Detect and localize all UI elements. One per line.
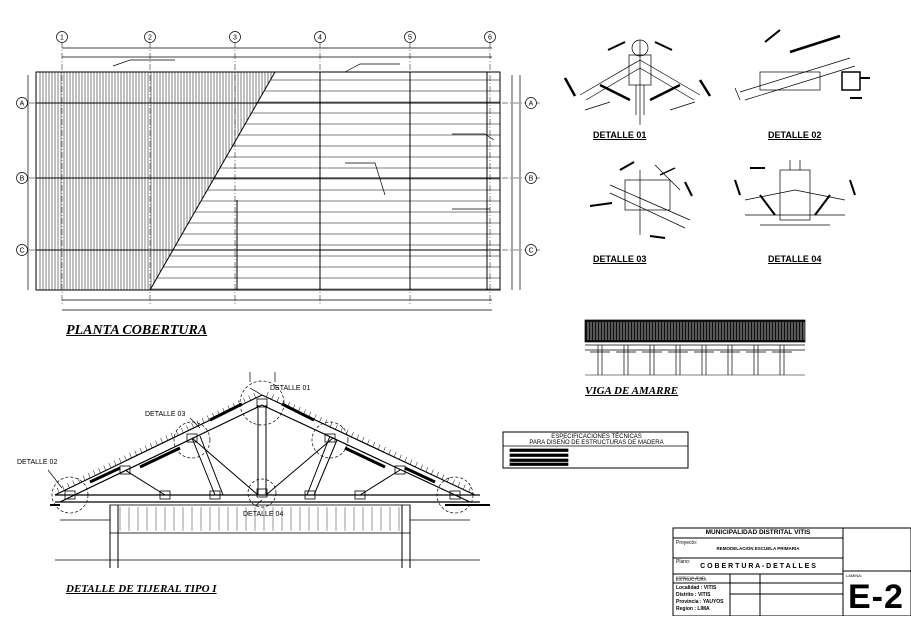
grid-row-bubble: B	[16, 172, 28, 184]
svg-text:3: 3	[233, 35, 237, 42]
grid-column-bubble: 3	[229, 31, 241, 43]
grid-column-bubble: 5	[404, 31, 416, 43]
title-plan-label: Plano:	[676, 559, 691, 565]
truss-caption: DETALLE DE TIJERAL TIPO I	[66, 583, 217, 595]
grid-row-bubble: A	[525, 97, 537, 109]
plan-caption: PLANTA COBERTURA	[66, 323, 208, 338]
svg-text:C: C	[528, 248, 533, 255]
specs-title-line2: PARA DISEÑO DE ESTRUCTURAS DE MADERA	[529, 440, 664, 446]
title-entity: MUNICIPALIDAD DISTRITAL VITIS	[705, 529, 811, 536]
grid-row-bubble: C	[525, 244, 537, 256]
title-project-label: Proyecto:	[676, 540, 698, 546]
svg-text:1: 1	[60, 35, 64, 42]
detail-01-title: DETALLE 01	[593, 130, 647, 140]
detail-03-title: DETALLE 03	[593, 254, 647, 264]
grid-column-bubbles: 1 2 3 4 5 6	[56, 31, 496, 43]
grid-column-bubble: 1	[56, 31, 68, 43]
detail-01-drawing	[563, 39, 712, 125]
detail-02-drawing	[734, 29, 870, 101]
grid-row-bubble: C	[16, 244, 28, 256]
detail-04-title: DETALLE 04	[768, 254, 822, 264]
svg-text:B: B	[20, 176, 25, 183]
svg-text:A: A	[20, 101, 25, 108]
title-sheet-number: E-2	[848, 578, 904, 616]
truss-label-detail-03: DETALLE 03	[145, 411, 186, 418]
title-location-2: Distrito : VITIS	[676, 592, 711, 598]
plan-scale-note	[66, 340, 67, 343]
title-sheet-label: LAMINA:	[846, 573, 863, 578]
detail-03-drawing	[589, 161, 693, 239]
svg-text:4: 4	[318, 35, 322, 42]
title-project: REMODELACION ESCUELA PRIMARIA	[716, 546, 800, 551]
grid-column-bubble: 6	[484, 31, 496, 43]
truss-label-detail-01: DETALLE 01	[270, 385, 311, 392]
truss-elevation	[47, 372, 490, 568]
detail-04-drawing	[734, 160, 856, 226]
title-specialty-label: ESPECIALIDAD:	[676, 575, 707, 580]
title-plan: C O B E R T U R A - D E T A L L E S	[700, 563, 816, 570]
title-specialty: ESTRUCTURA	[676, 577, 707, 582]
truss-label-detail-04: DETALLE 04	[243, 511, 284, 518]
specs-title-line1: ESPECIFICACIONES TÉCNICAS	[551, 434, 642, 440]
detail-02-title: DETALLE 02	[768, 130, 822, 140]
grid-column-bubble: 2	[144, 31, 156, 43]
grid-row-bubble: B	[525, 172, 537, 184]
title-location-1: Localidad : VITIS	[676, 585, 717, 591]
svg-text:A: A	[529, 101, 534, 108]
grid-column-bubble: 4	[314, 31, 326, 43]
truss-label-detail-02: DETALLE 02	[17, 459, 58, 466]
specs-table	[502, 431, 689, 469]
roof-plan	[18, 42, 540, 311]
title-location-4: Region : LIMA	[676, 606, 710, 612]
tie-beam-drawing	[584, 319, 806, 376]
svg-text:6: 6	[488, 35, 492, 42]
beam-caption: VIGA DE AMARRE	[585, 385, 679, 397]
grid-row-bubbles: A A B B C C	[16, 97, 537, 256]
svg-text:C: C	[19, 248, 24, 255]
svg-text:5: 5	[408, 35, 412, 42]
grid-row-bubble: A	[16, 97, 28, 109]
title-location-3: Provincia : YAUYOS	[676, 599, 724, 605]
svg-text:B: B	[529, 176, 534, 183]
svg-text:2: 2	[148, 35, 152, 42]
